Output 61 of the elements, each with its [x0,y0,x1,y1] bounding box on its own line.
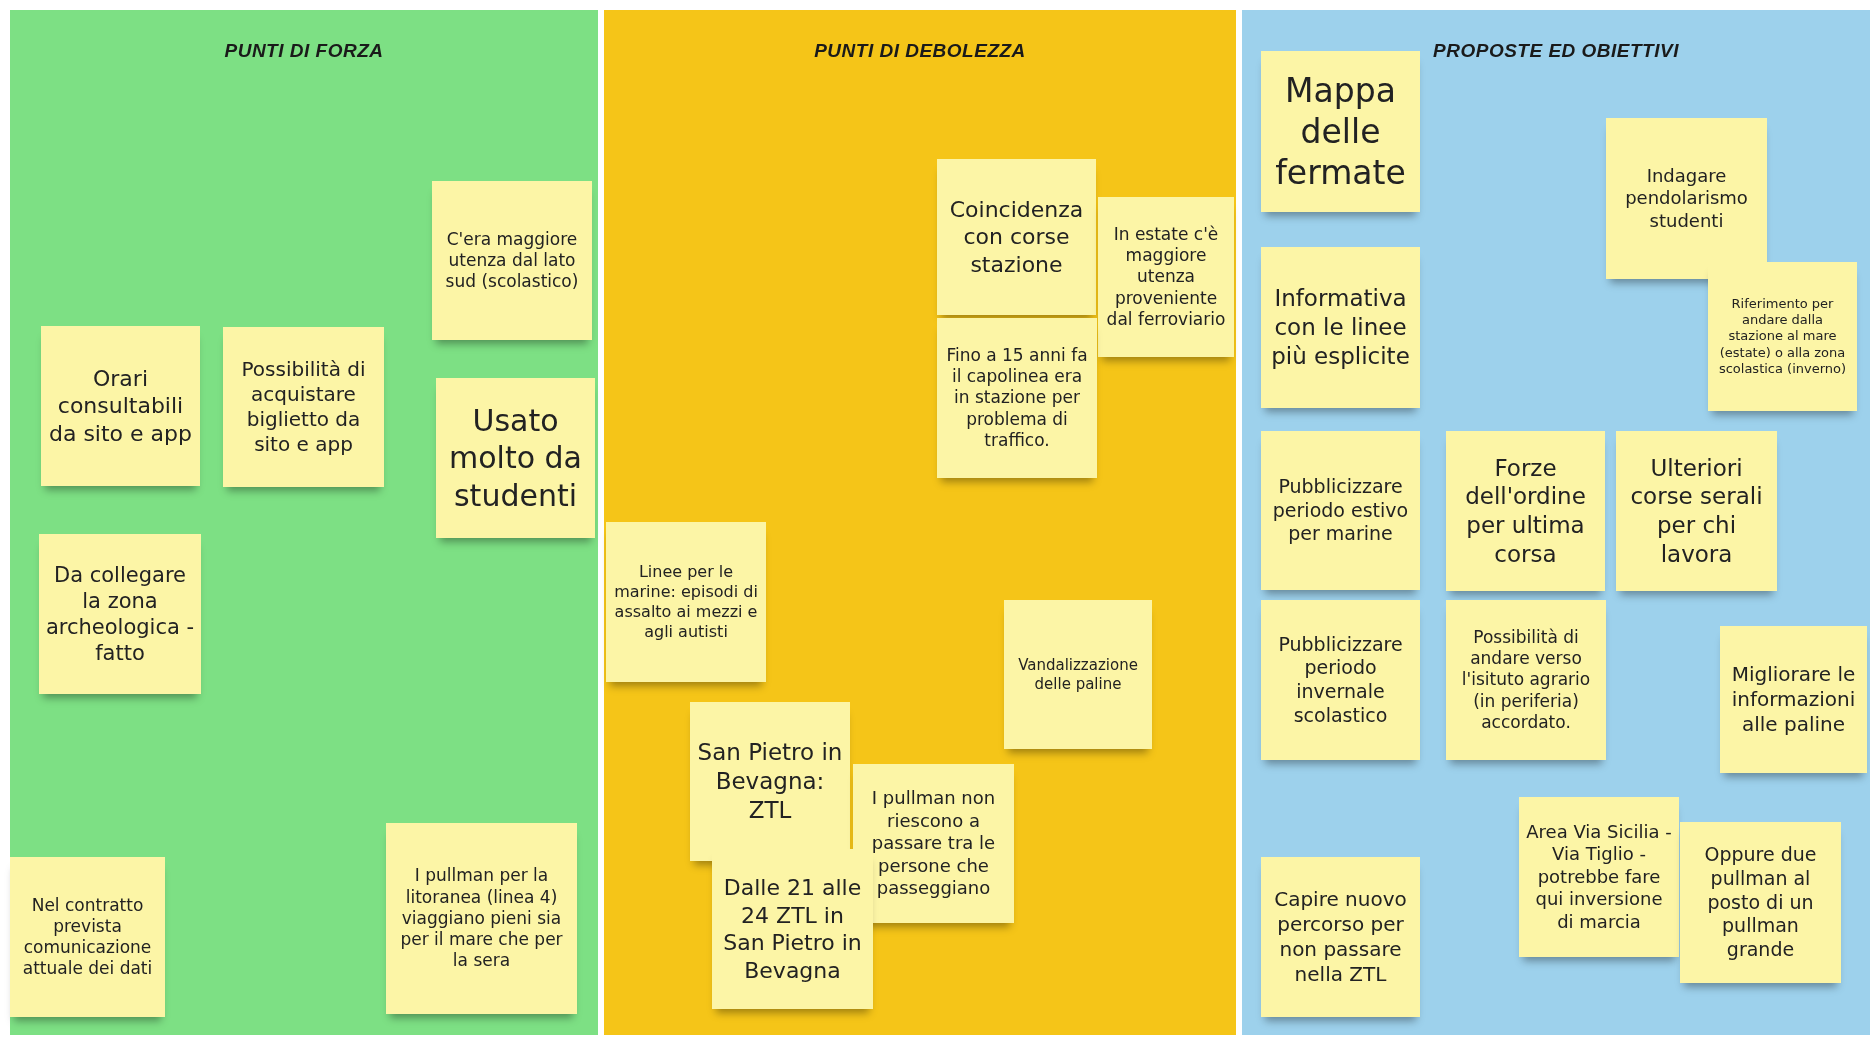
sticky-note [1606,118,1767,279]
note-text: Forze dell'ordine per ultima corsa [1464,453,1587,569]
sticky-note [1446,431,1605,591]
note-text: Usato molto da studenti [448,401,583,515]
note-text: Capire nuovo percorso per non passare nella ZTL [1273,887,1408,987]
sticky-note [712,849,873,1009]
sticky-note [1261,857,1420,1017]
sticky-note [1519,797,1679,957]
board-column [1242,10,1870,1035]
board-column [604,10,1236,1035]
note-text: San Pietro in Bevagna: ZTL [696,738,844,825]
sticky-note [1098,197,1234,357]
sticky-note [1004,600,1152,749]
column-heading: PUNTI DI FORZA [224,40,384,62]
note-text: Linee per le marine: episodi di assalto ai mezzi e agli autisti [613,562,759,642]
sticky-note [690,702,850,861]
note-text: Vandalizzazione delle paline [1017,655,1139,694]
note-text: Da collegare la zona archeologica - fatto [45,561,195,667]
board-column [10,10,598,1035]
note-text: Oppure due pullman al posto di un pullman grande [1703,843,1818,962]
note-text: Ulteriori corse serali per chi lavora [1629,453,1764,569]
sticky-note [1446,600,1606,760]
note-text: Coincidenza con corse stazione [948,195,1085,279]
sticky-note [223,327,384,487]
note-text: Informativa con le linee più esplicite [1270,284,1411,371]
note-text: Pubblicizzare periodo invernale scolastico [1277,632,1404,728]
sticky-note [1680,822,1841,983]
note-text: Mappa delle fermate [1274,69,1407,194]
sticky-note [1261,247,1420,408]
note-text: I pullman non riescono a passare tra le persone che passeggiano [870,787,997,900]
note-text: Area Via Sicilia - Via Tiglio - potrebbe fare qui inversione di marcia [1525,820,1673,934]
sticky-note [937,318,1097,478]
sticky-note [937,159,1096,315]
note-text: Pubblicizzare periodo estivo per marine [1271,474,1410,547]
sticky-note [1720,626,1867,773]
note-text: Riferimento per andare dalla stazione al mare (estate) o alla zona scolastica (inverno) [1717,295,1848,378]
sticky-note [436,378,595,538]
sticky-note [1261,51,1420,212]
sticky-note [1261,600,1420,760]
sticky-note [41,326,200,486]
sticky-note [1616,431,1777,591]
note-text: C'era maggiore utenza dal lato sud (scolastico) [444,228,580,293]
note-text: Dalle 21 alle 24 ZTL in San Pietro in Bevagna [722,874,863,984]
note-text: Migliorare le informazioni alle paline [1730,662,1857,737]
note-text: I pullman per la litoranea (linea 4) viaggiano pieni sia per il mare che per la sera [399,865,564,972]
sticky-note [432,181,592,340]
note-text: Indagare pendolarismo studenti [1624,164,1749,233]
note-text: Orari consultabili da sito e app [47,364,193,448]
sticky-note [606,522,766,682]
sticky-note [386,823,577,1014]
column-heading: PUNTI DI DEBOLEZZA [814,40,1026,62]
sticky-note [39,534,201,694]
column-heading: PROPOSTE ED OBIETTIVI [1433,40,1679,62]
note-text: Fino a 15 anni fa il capolinea era in stazione per problema di traffico. [945,344,1089,452]
note-text: Possibilità di andare verso l'isituto agrario (in periferia) accordato. [1460,626,1592,734]
note-text: Possibilità di acquistare biglietto da sito e app [240,357,367,457]
sticky-note [1708,262,1857,411]
sticky-note [10,857,165,1017]
note-text: In estate c'è maggiore utenza proveniente dal ferroviario [1105,223,1227,331]
note-text: Nel contratto prevista comunicazione attuale dei dati [21,894,154,980]
sticky-note [1261,431,1420,590]
